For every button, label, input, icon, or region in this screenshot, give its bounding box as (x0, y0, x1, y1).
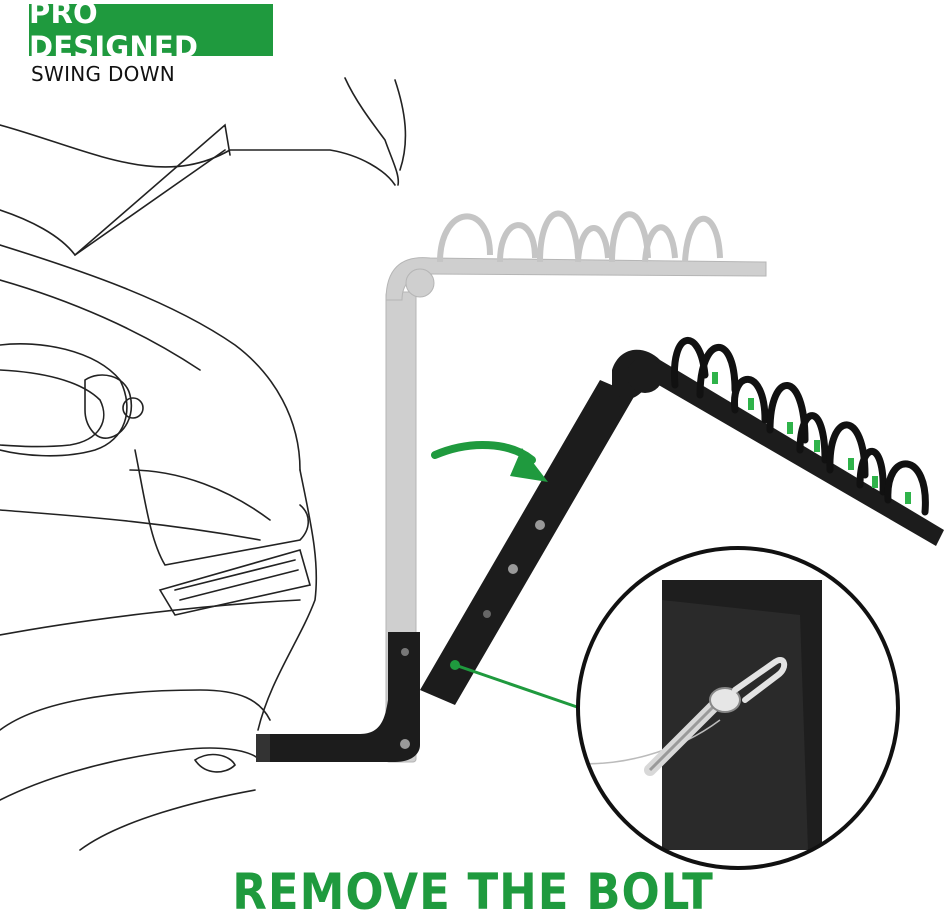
rack-swing-arm (420, 380, 635, 705)
rack-carrier-bar (612, 337, 944, 546)
callout-pointer (450, 660, 581, 710)
pro-designed-badge: PRO DESIGNED (29, 0, 273, 64)
hitch-receiver (256, 632, 420, 762)
bolt-detail-circle (576, 546, 900, 870)
car-outline-drawing (0, 77, 407, 851)
remove-bolt-headline: REMOVE THE BOLT (232, 863, 714, 921)
swing-arrow-icon (431, 440, 548, 482)
swing-down-subtitle: SWING DOWN (31, 62, 176, 86)
